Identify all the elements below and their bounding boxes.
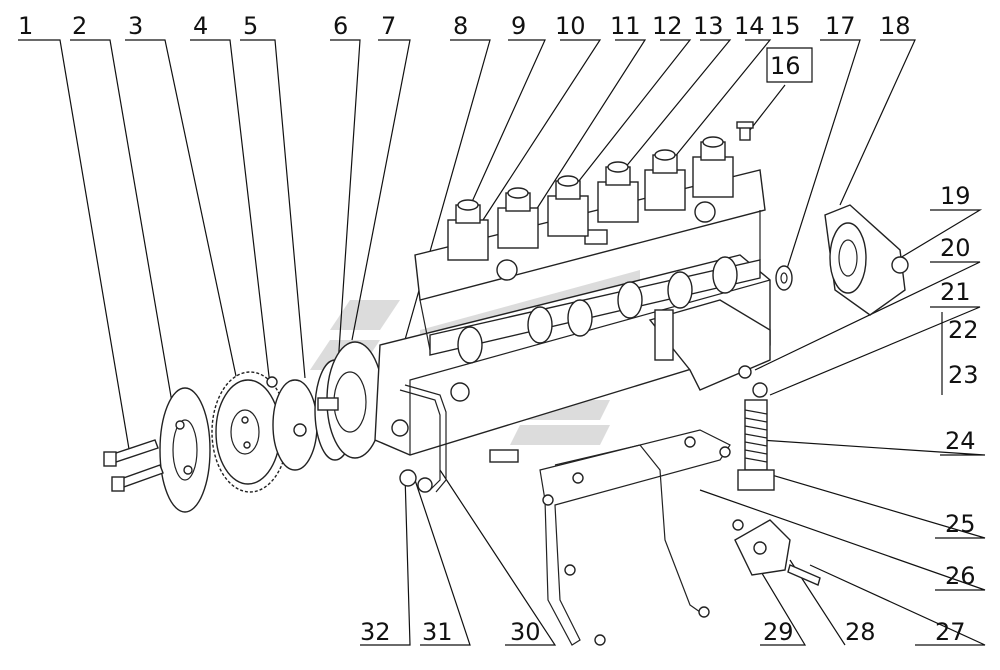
callout-1: 1 <box>18 12 33 40</box>
callout-11: 11 <box>610 12 641 40</box>
callout-10: 10 <box>555 12 586 40</box>
callout-12: 12 <box>652 12 683 40</box>
flange-plate <box>159 387 211 513</box>
callout-31: 31 <box>422 618 453 646</box>
leader-lines <box>18 39 986 646</box>
callout-30: 30 <box>510 618 541 646</box>
callout-2: 2 <box>72 12 87 40</box>
callout-15: 15 <box>770 12 801 40</box>
callout-23: 23 <box>948 361 979 389</box>
callout-16: 16 <box>770 52 801 80</box>
callout-22: 22 <box>948 316 979 344</box>
callout-29: 29 <box>763 618 794 646</box>
lever-bracket <box>732 519 821 586</box>
callout-26: 26 <box>945 562 976 590</box>
oil-pipe <box>399 384 519 493</box>
callout-18: 18 <box>880 12 911 40</box>
callout-20: 20 <box>940 234 971 262</box>
callout-labels: 1 2 3 4 5 6 7 8 9 10 11 12 13 14 15 16 1… <box>18 12 979 646</box>
bracket <box>648 299 771 391</box>
bleed-screw <box>736 121 754 141</box>
support-frame <box>539 429 731 646</box>
callout-8: 8 <box>453 12 468 40</box>
callout-25: 25 <box>945 510 976 538</box>
governor-housing <box>824 204 909 316</box>
hub-plate <box>266 376 318 471</box>
bolts <box>103 439 164 492</box>
coupling <box>314 341 384 461</box>
callout-14: 14 <box>734 12 765 40</box>
callout-4: 4 <box>193 12 208 40</box>
spring-assembly <box>737 382 775 491</box>
callout-9: 9 <box>511 12 526 40</box>
delivery-valves <box>447 136 734 261</box>
callout-13: 13 <box>693 12 724 40</box>
callout-6: 6 <box>333 12 348 40</box>
callout-7: 7 <box>381 12 396 40</box>
callout-24: 24 <box>945 427 976 455</box>
callout-17: 17 <box>825 12 856 40</box>
callout-32: 32 <box>360 618 391 646</box>
callout-3: 3 <box>128 12 143 40</box>
callout-21: 21 <box>940 278 971 306</box>
callout-19: 19 <box>940 182 971 210</box>
callout-27: 27 <box>935 618 966 646</box>
washer <box>775 265 793 291</box>
callout-28: 28 <box>845 618 876 646</box>
callout-5: 5 <box>243 12 258 40</box>
